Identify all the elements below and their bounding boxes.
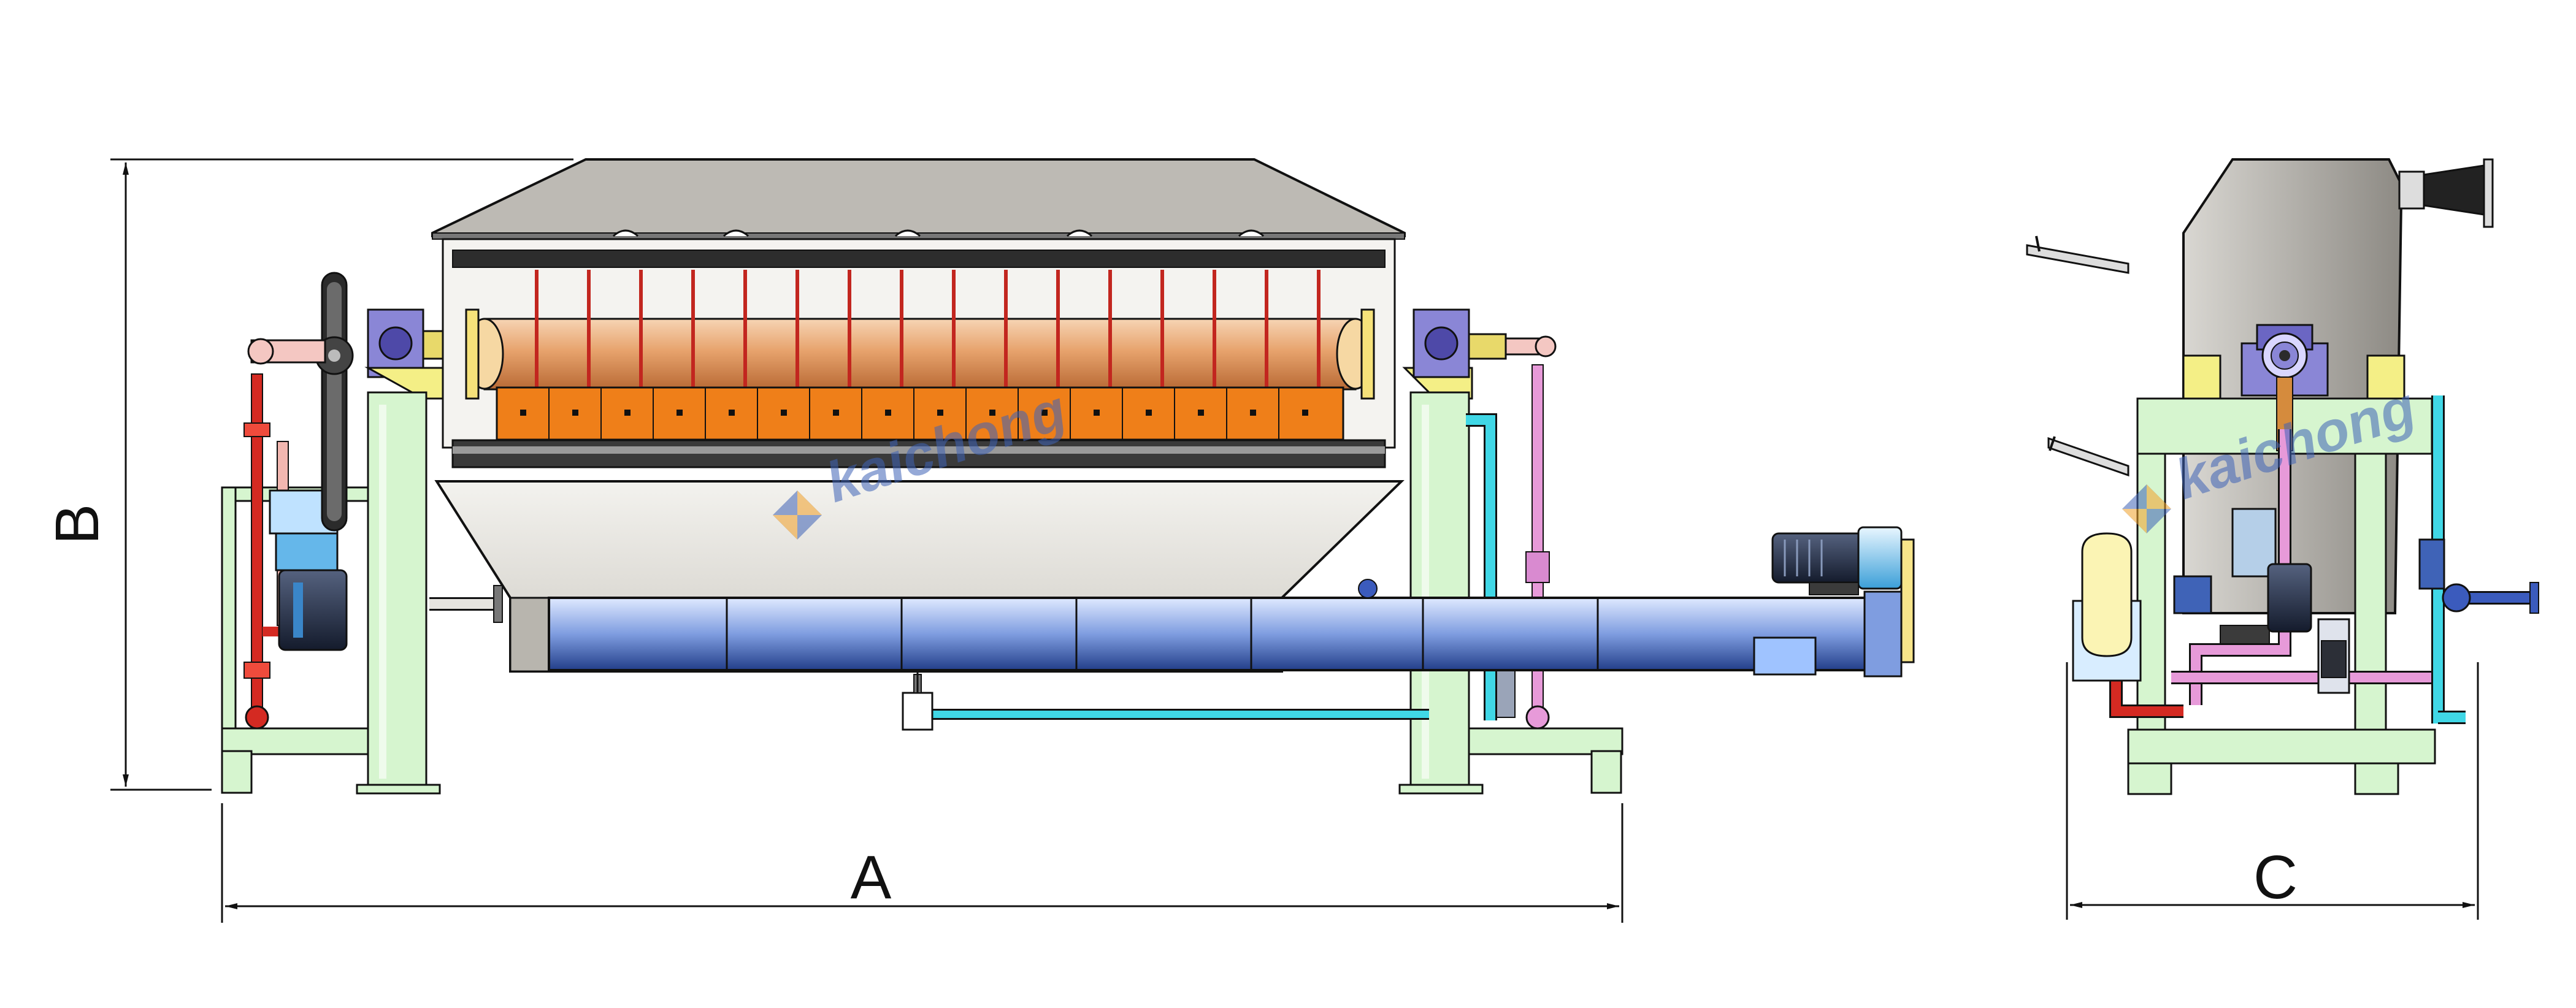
dimension-label-c: C [2253, 843, 2298, 912]
filter-drum [451, 270, 1386, 468]
front-view: kaichong [221, 158, 1915, 795]
right-pink-pipe [1496, 364, 1550, 730]
side-pipes [2109, 395, 2539, 724]
screw-conveyor [548, 538, 1915, 678]
conveyor-motor [1771, 526, 1903, 595]
side-chute-rails [2026, 235, 2129, 477]
left-pump-unit [269, 489, 348, 651]
left-main-leg [356, 367, 458, 795]
left-drain-pipe [429, 585, 503, 623]
chain-drive [315, 272, 354, 532]
exhaust-duct [2398, 158, 2494, 228]
side-bearing [2241, 324, 2329, 451]
bottom-cyan-pipe [902, 670, 1429, 731]
dimension-label-b: B [43, 504, 112, 545]
right-main-leg [1398, 367, 1623, 795]
kaichong-logo-icon [773, 491, 822, 540]
dimension-label-a: A [851, 843, 892, 912]
side-pumps [2173, 508, 2445, 694]
dimension-lines [110, 158, 2479, 923]
side-view: kaichong [2026, 158, 2539, 795]
kaichong-logo-side-icon [2122, 484, 2171, 533]
right-bearing [1413, 308, 1557, 378]
side-drain-tank [2072, 532, 2142, 682]
